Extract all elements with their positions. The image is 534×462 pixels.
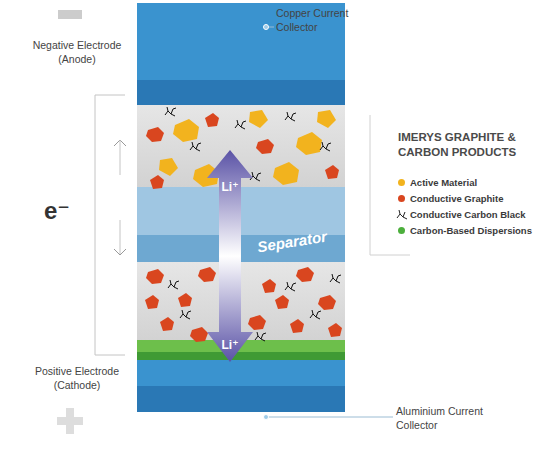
- graphite-particle: [248, 315, 266, 330]
- electrode-label: Negative Electrode (Anode): [24, 38, 130, 66]
- electron-line: [120, 140, 121, 175]
- carbon-black: [190, 142, 201, 151]
- legend-rule: [370, 255, 410, 256]
- legend-swatch: [398, 227, 405, 234]
- separator-band: Separator: [137, 187, 345, 262]
- leader-dot: [264, 415, 269, 420]
- active-particle: [296, 132, 322, 155]
- legend-text: Carbon-Based Dispersions: [410, 225, 534, 236]
- bracket: [95, 95, 125, 355]
- graphite-particle: [145, 295, 159, 309]
- squiggle-path: [397, 210, 407, 219]
- graphite-particle: [160, 317, 174, 331]
- carbon-black: [235, 120, 246, 129]
- part-label: Copper Current Collector: [276, 6, 358, 34]
- graphite-particle: [325, 165, 339, 179]
- legend-text: Active Material: [410, 177, 534, 188]
- copper-front: [137, 80, 345, 105]
- graphite-particle: [328, 323, 342, 337]
- graphite-particle: [205, 113, 219, 127]
- graphite-particle: [256, 139, 274, 154]
- ion-label: Li⁺: [214, 338, 246, 352]
- graphite-particle: [275, 295, 289, 309]
- carbon-black: [165, 107, 176, 116]
- active-particle: [159, 158, 178, 176]
- ion-arrow: [207, 150, 253, 362]
- active-particle: [249, 110, 268, 128]
- active-particle: [273, 162, 299, 185]
- part-label: Aluminium Current Collector: [396, 404, 486, 432]
- aluminium-front: [137, 386, 345, 412]
- electron-line: [120, 220, 121, 255]
- legend-rule: [370, 115, 371, 255]
- electrode-label: Positive Electrode (Cathode): [24, 364, 130, 392]
- ion-label: Li⁺: [214, 180, 246, 194]
- carbon-black: [168, 280, 179, 289]
- legend-text: Conductive Carbon Black: [410, 209, 534, 220]
- graphite-particle: [146, 269, 164, 284]
- carbon-black: [330, 274, 341, 283]
- carbon-black: [320, 142, 331, 151]
- graphite-particle: [190, 327, 208, 342]
- graphite-particle: [290, 319, 304, 333]
- minus-symbol: [58, 10, 82, 19]
- leader-dot: [264, 25, 269, 30]
- graphite-particle: [146, 127, 164, 142]
- chevron-down: [114, 249, 126, 255]
- legend-heading: IMERYS GRAPHITE & CARBON PRODUCTS: [398, 130, 532, 160]
- graphite-particle: [296, 267, 314, 282]
- active-particle: [317, 110, 336, 128]
- electron-symbol: e⁻: [44, 198, 70, 224]
- legend-squiggle: [396, 208, 408, 220]
- graphite-particle: [262, 279, 276, 293]
- legend-swatch: [398, 195, 405, 202]
- plus-symbol: [57, 417, 83, 425]
- band-label: Separator: [256, 228, 328, 256]
- carbon-black: [180, 310, 191, 319]
- graphite-particle: [178, 293, 192, 307]
- carbon-black: [285, 112, 296, 121]
- graphite-particle: [198, 267, 216, 282]
- active-particle: [173, 119, 199, 142]
- legend-swatch: [398, 179, 405, 186]
- legend-text: Conductive Graphite: [410, 193, 534, 204]
- graphite-particle: [150, 175, 164, 189]
- leader-line: [266, 417, 393, 418]
- dispersion-front: [137, 352, 345, 360]
- aluminium-top: [137, 360, 345, 386]
- cathode-particles: [145, 267, 342, 342]
- carbon-black: [310, 310, 321, 319]
- graphite-particle: [318, 295, 336, 310]
- carbon-black: [255, 332, 266, 341]
- carbon-black: [285, 282, 296, 291]
